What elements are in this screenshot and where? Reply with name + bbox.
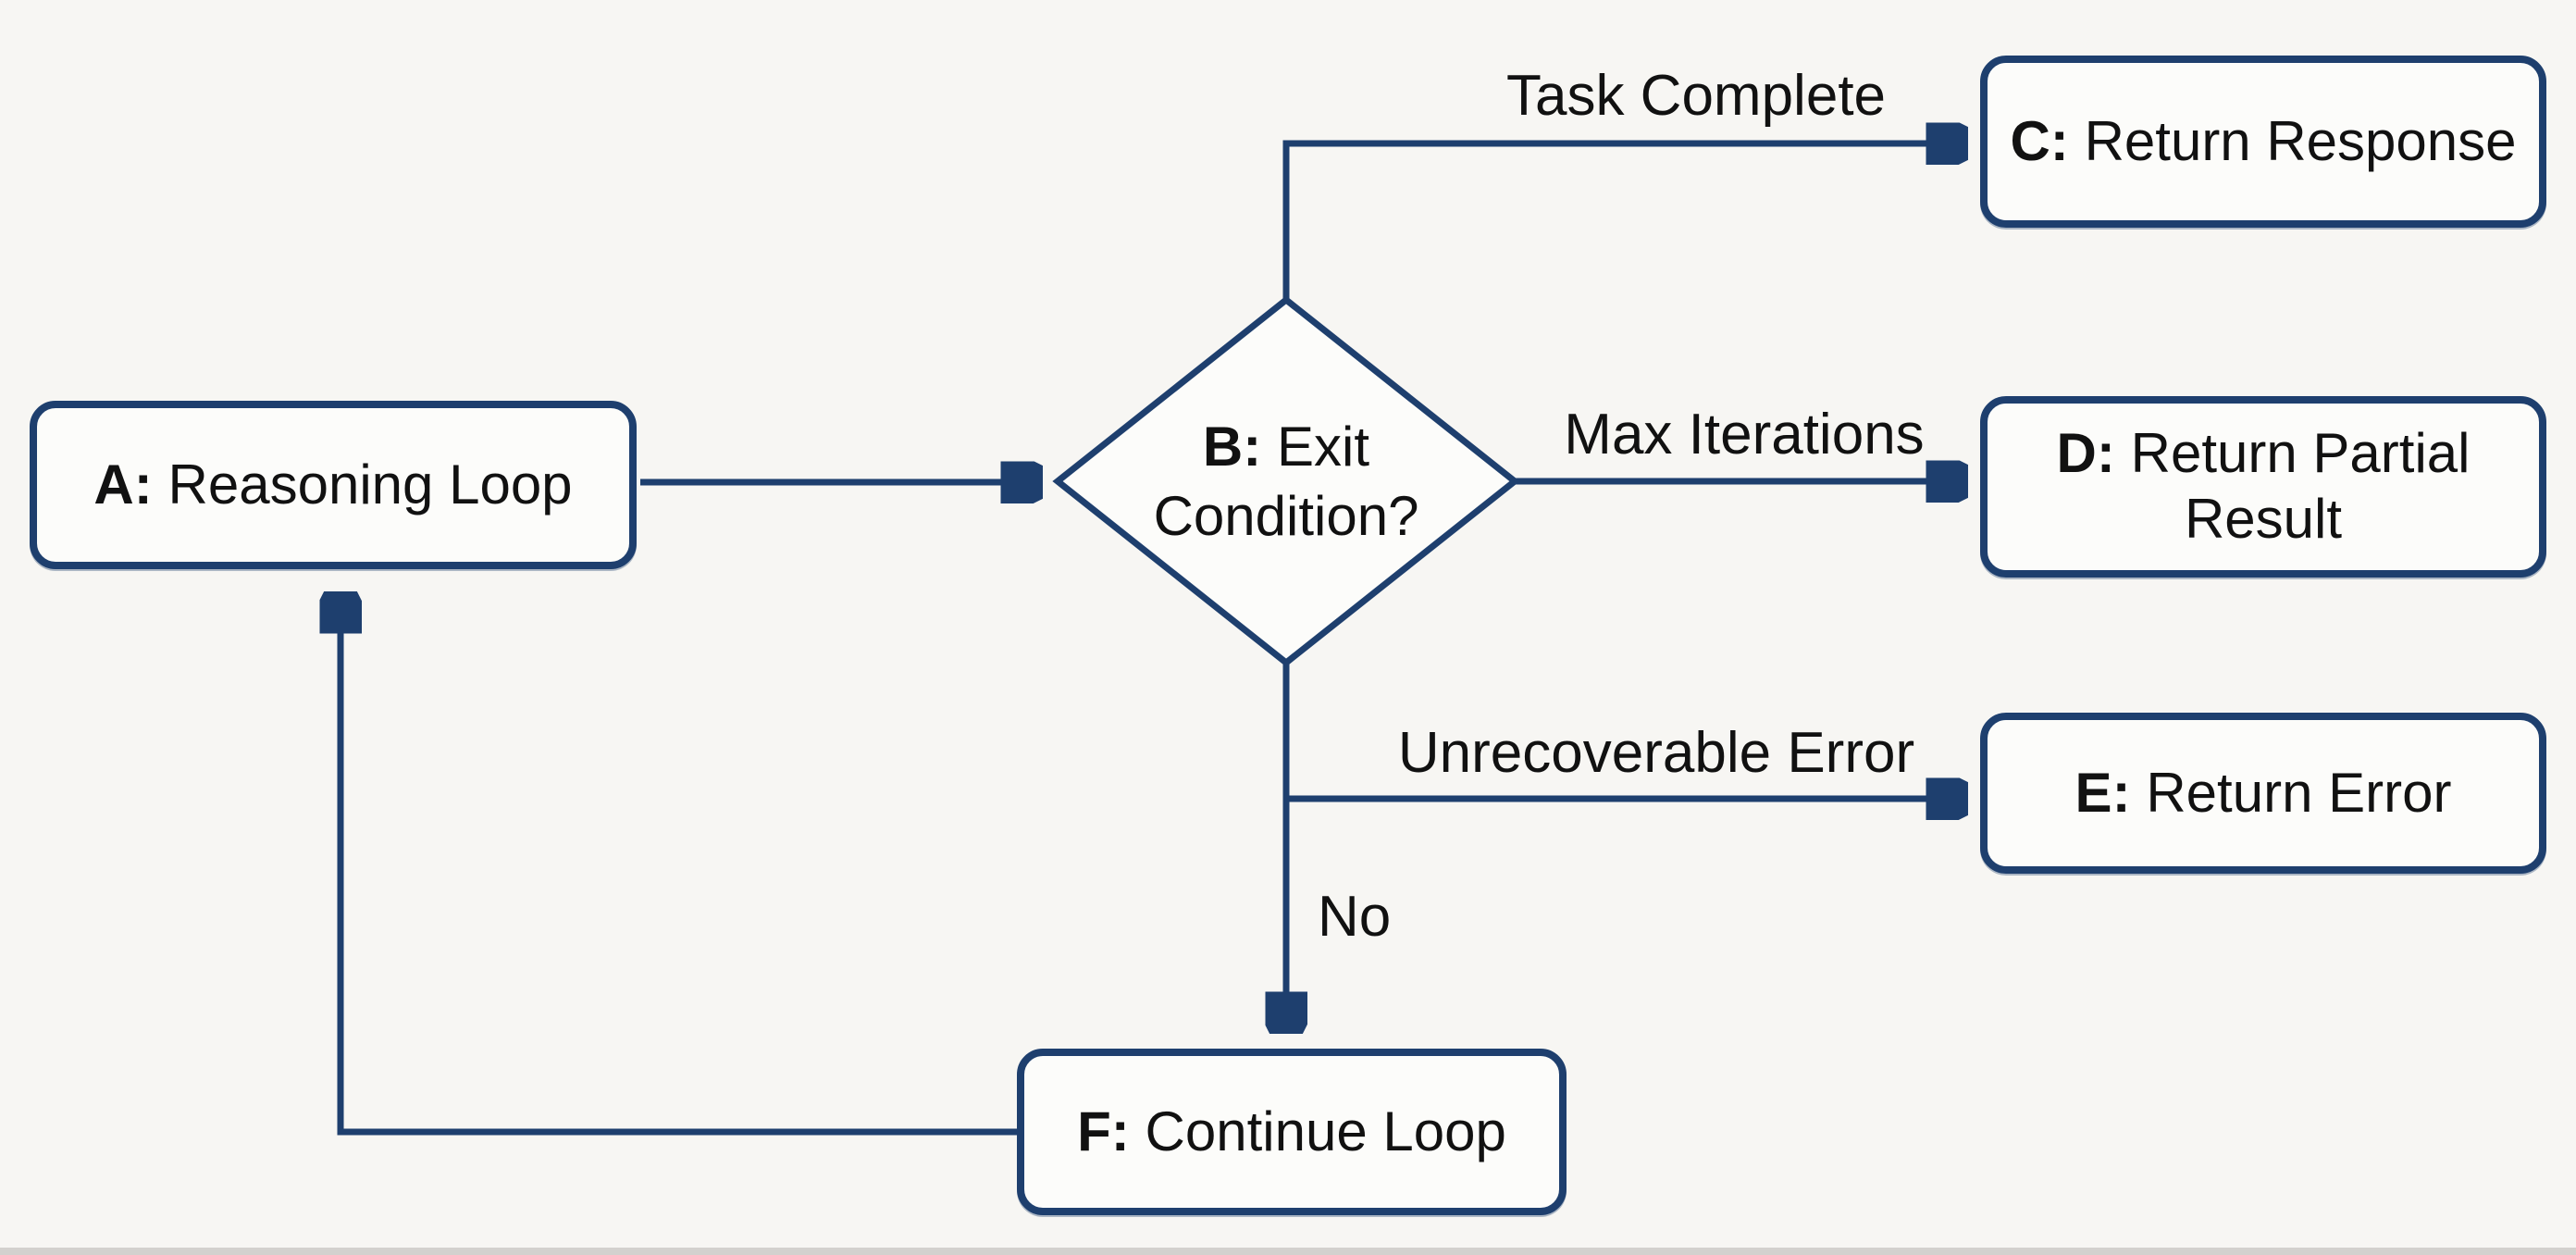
- edge-label-task-complete: Task Complete: [1505, 64, 1887, 128]
- node-e-prefix: E:: [2074, 761, 2131, 824]
- edge-f-to-a: [341, 600, 1017, 1136]
- node-f-continue-loop: F:Continue Loop: [1017, 1049, 1567, 1215]
- edge-label-unrecoverable-error: Unrecoverable Error: [1397, 721, 1915, 785]
- node-a-reasoning-loop: A:Reasoning Loop: [30, 401, 637, 569]
- node-a-label: Reasoning Loop: [167, 453, 573, 516]
- node-d-return-partial-result: D:Return Partial Result: [1980, 396, 2546, 578]
- node-d-prefix: D:: [2056, 422, 2115, 485]
- node-f-label: Continue Loop: [1145, 1100, 1506, 1162]
- node-a-prefix: A:: [93, 453, 153, 516]
- node-e-return-error: E:Return Error: [1980, 713, 2546, 874]
- node-c-prefix: C:: [2010, 109, 2069, 172]
- edge-label-no: No: [1318, 885, 1392, 949]
- node-f-prefix: F:: [1077, 1100, 1130, 1162]
- scan-edge-artifact: [0, 1248, 2576, 1255]
- edge-label-max-iterations: Max Iterations: [1564, 403, 1925, 466]
- node-d-line1: Return Partial: [2130, 422, 2471, 485]
- node-c-return-response: C:Return Response: [1980, 56, 2546, 228]
- node-e-label: Return Error: [2146, 761, 2452, 824]
- edge-b-to-c: [1282, 143, 1960, 307]
- node-b-exit-condition-shape: [1052, 295, 1520, 667]
- node-d-line2: Result: [2184, 488, 2343, 550]
- node-c-label: Return Response: [2084, 109, 2517, 172]
